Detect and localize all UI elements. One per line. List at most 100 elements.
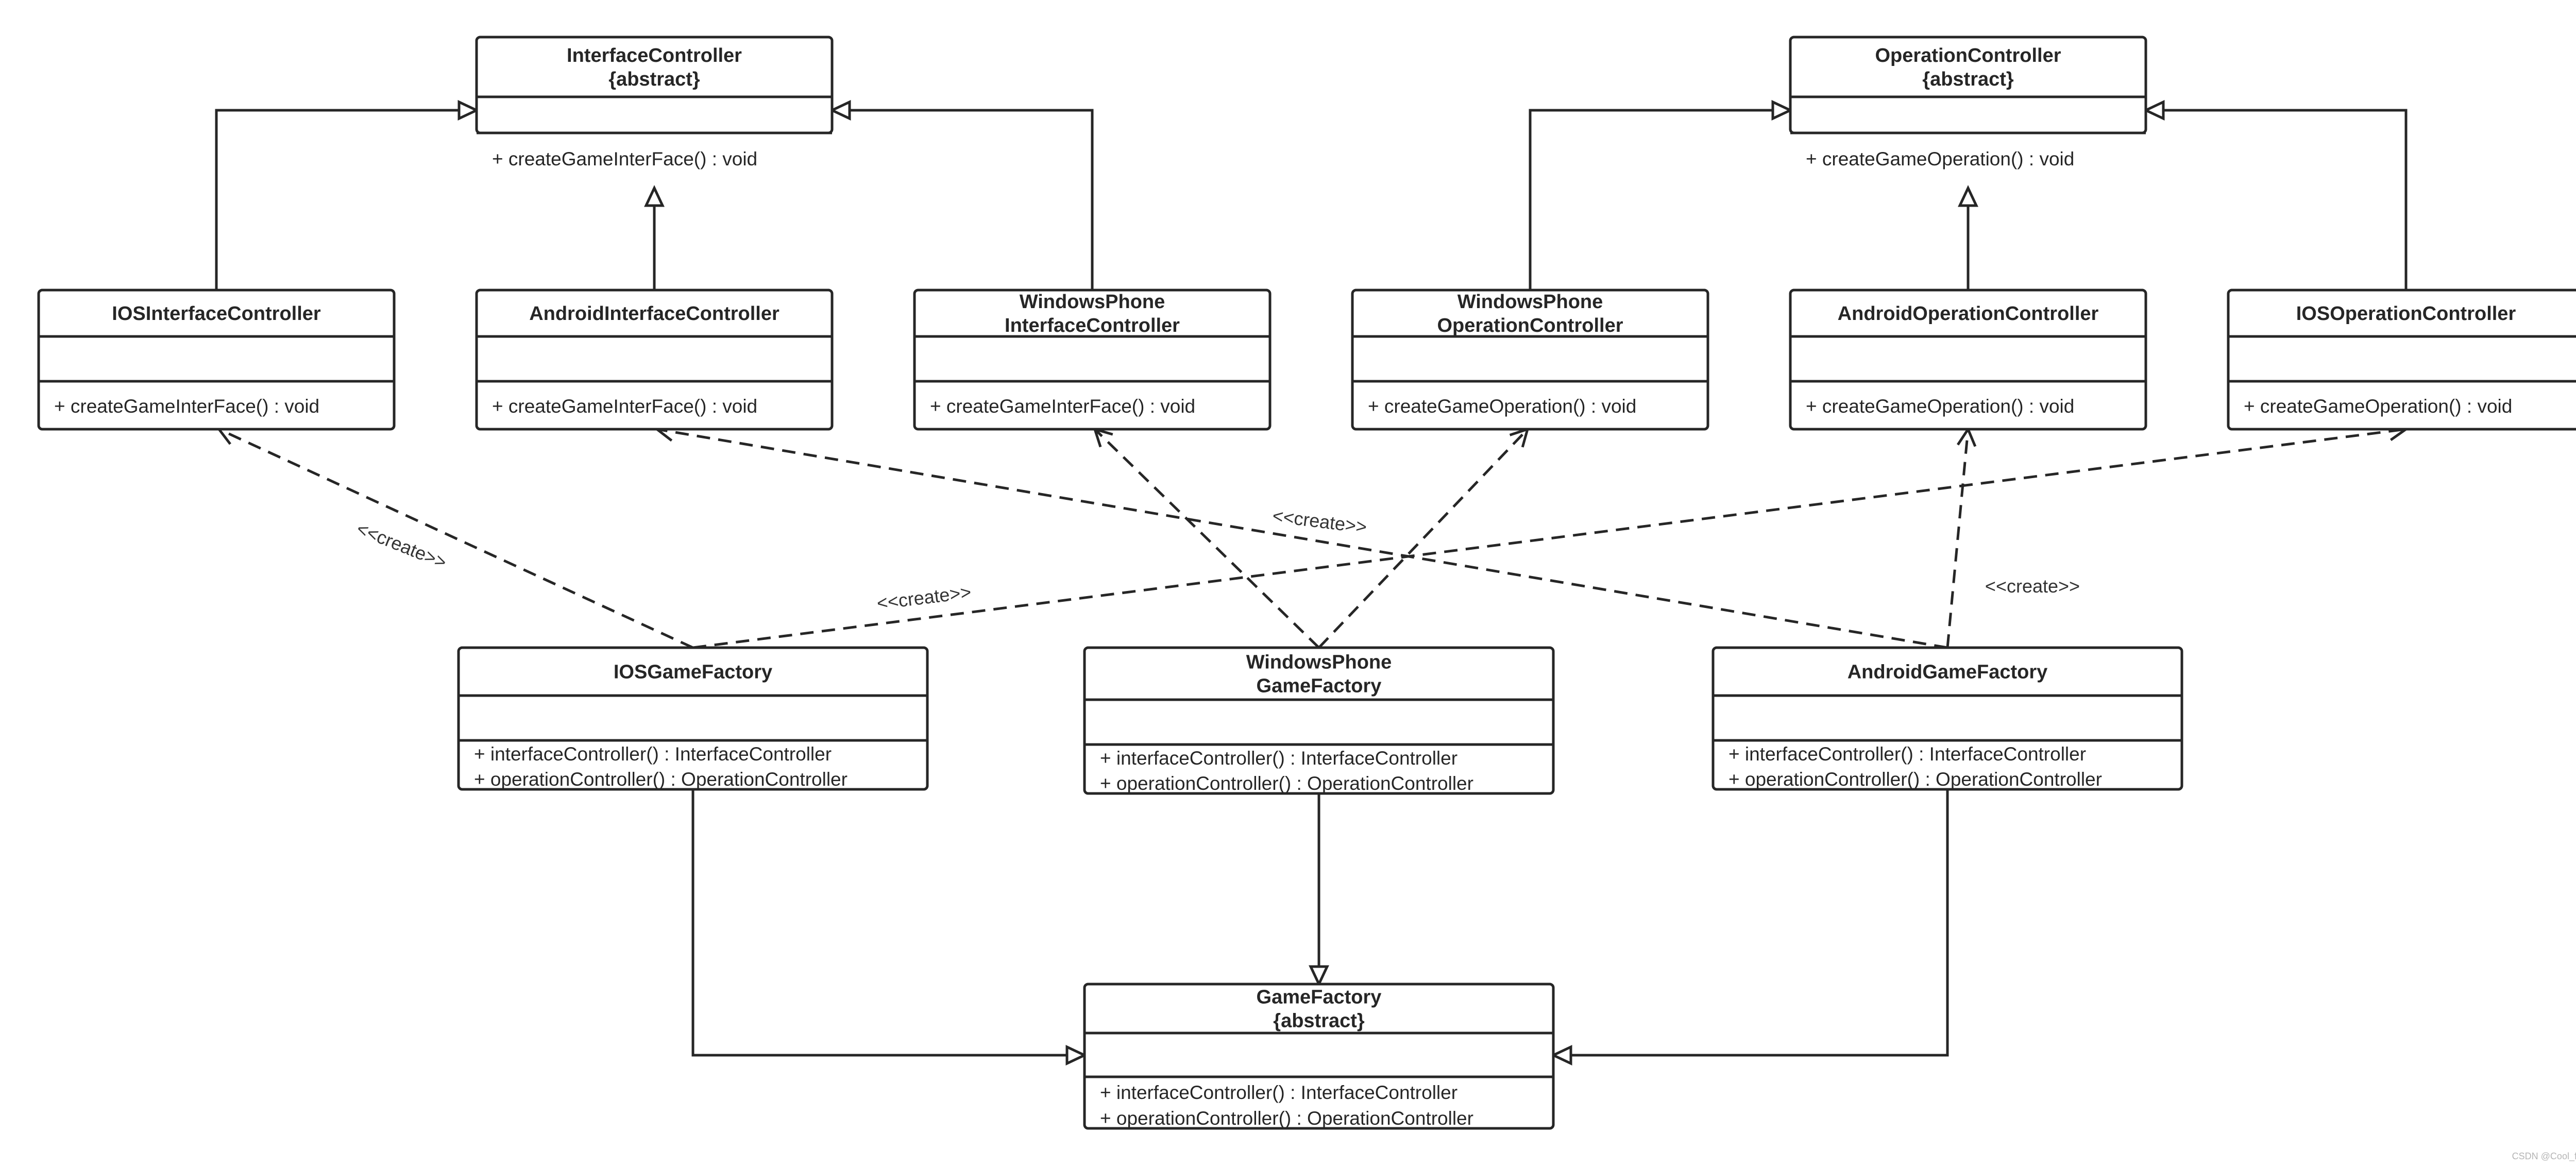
hollow-triangle-arrowhead [2143,100,2165,121]
class-box-ios-game-factory: IOSGameFactory + interfaceController() : … [457,646,929,791]
class-name: AndroidOperationController [1838,303,2099,325]
class-box-frame [37,289,396,431]
class-name: {abstract} [608,69,700,90]
class-name: GameFactory [1257,675,1382,697]
class-box-frame [475,289,834,431]
class-box-android-operation-controller: AndroidOperationController + createGameOp… [1789,289,2147,431]
class-operation: + operationController() : OperationContr… [474,769,848,790]
class-box-frame [1711,646,2183,791]
class-operation: + interfaceController() : InterfaceContr… [1728,743,2086,765]
dependency-arrow [654,422,1948,649]
generalization-arrow [1529,100,1793,290]
class-operation: + createGameOperation() : void [2244,396,2512,417]
class-box-operation-controller: OperationController {abstract} + createGam… [1789,36,2147,170]
generalization-line [691,789,1067,1057]
create-stereotype-label: <<create>> [1272,505,1368,537]
generalization-line [850,109,1094,290]
generalization-line [1529,109,1773,290]
dependency-arrow [1946,426,1977,648]
class-operation: + createGameOperation() : void [1368,396,1636,417]
generalization-arrow [1309,793,1329,987]
class-operation: + createGameInterFace() : void [492,396,757,417]
class-operation: + createGameOperation() : void [1806,148,2074,170]
generalization-arrow [215,100,480,290]
class-name: IOSGameFactory [614,662,772,683]
class-operation: + operationController() : OperationContr… [1728,769,2102,790]
dependency-dashed-line [1318,428,1529,649]
class-name: AndroidGameFactory [1848,662,2048,683]
classes-layer: InterfaceController {abstract} + createGam… [37,36,2576,1130]
hollow-triangle-arrowhead [1550,1045,1572,1065]
dependency-arrow [692,421,2409,649]
generalization-arrow [2143,100,2408,290]
dependency-arrow [1093,427,1320,649]
dependency-arrow [1318,427,1530,649]
class-box-frame [913,289,1272,431]
class-box-frame [457,646,929,791]
class-box-game-factory: GameFactory{abstract} + interfaceControll… [1083,983,1555,1130]
hollow-triangle-arrowhead [1958,185,1978,207]
class-name: GameFactory [1257,987,1382,1008]
generalization-arrow [1958,185,1978,290]
class-operation: + createGameInterFace() : void [930,396,1195,417]
class-name: OperationController [1437,315,1623,336]
class-box-frame [1083,983,1555,1130]
class-operation: + interfaceController() : InterfaceContr… [1100,1082,1458,1103]
hollow-triangle-arrowhead [1065,1045,1088,1065]
class-box-ios-interface-controller: IOSInterfaceController + createGameInterF… [37,289,396,431]
generalization-arrow [1550,789,1949,1065]
class-box-frame [1789,289,2147,431]
class-operation: + interfaceController() : InterfaceContr… [474,743,832,765]
hollow-triangle-arrowhead [644,185,665,207]
generalization-line [1571,789,1949,1057]
dependency-dashed-line [218,428,694,649]
create-stereotype-label: <<create>> [876,581,973,614]
create-stereotype-label: <<create>> [1985,576,2080,597]
class-operation: + createGameInterFace() : void [54,396,319,417]
class-name: WindowsPhone [1020,291,1165,313]
hollow-triangle-arrowhead [457,100,480,121]
dependency-dashed-line [656,428,1948,649]
dependency-dashed-line [1946,429,1970,648]
class-operation: + operationController() : OperationContr… [1100,1108,1473,1129]
hollow-triangle-arrowhead [1309,965,1329,987]
class-name: WindowsPhone [1458,291,1603,313]
create-stereotype-label: <<create>> [354,518,450,573]
class-name: {abstract} [1922,69,2014,90]
hollow-triangle-arrowhead [1771,100,1793,121]
class-operation: + createGameOperation() : void [1806,396,2074,417]
class-name: InterfaceController [1005,315,1180,336]
class-name: IOSInterfaceController [112,303,321,325]
class-name: WindowsPhone [1246,652,1392,673]
class-box-ios-operation-controller: IOSOperationController + createGameOperat… [2227,289,2576,431]
generalization-arrow [644,185,665,290]
class-box-android-interface-controller: AndroidInterfaceController + createGameIn… [475,289,834,431]
dependency-dashed-line [1094,428,1320,649]
class-name: OperationController [1875,45,2061,66]
class-name: IOSOperationController [2296,303,2516,325]
relations-layer [215,100,2409,1065]
class-operation: + interfaceController() : InterfaceContr… [1100,748,1458,769]
class-box-frame [2227,289,2576,431]
hollow-triangle-arrowhead [829,100,851,121]
class-box-frame [1083,646,1555,795]
class-name: AndroidInterfaceController [529,303,779,325]
class-box-android-game-factory: AndroidGameFactory + interfaceController(… [1711,646,2183,791]
generalization-line [215,109,459,290]
dependency-dashed-line [692,428,2406,649]
watermark: CSDN @Cool_foolisher [2512,1151,2576,1162]
generalization-arrow [691,789,1088,1065]
generalization-line [2163,109,2408,290]
generalization-arrow [829,100,1094,290]
class-box-frame [1351,289,1709,431]
class-operation: + operationController() : OperationContr… [1100,773,1473,794]
class-box-interface-controller: InterfaceController {abstract} + createGam… [475,36,834,170]
dependency-arrow [216,427,694,649]
class-operation: + createGameInterFace() : void [492,148,757,170]
class-name: InterfaceController [567,45,742,66]
class-name: {abstract} [1273,1010,1365,1032]
